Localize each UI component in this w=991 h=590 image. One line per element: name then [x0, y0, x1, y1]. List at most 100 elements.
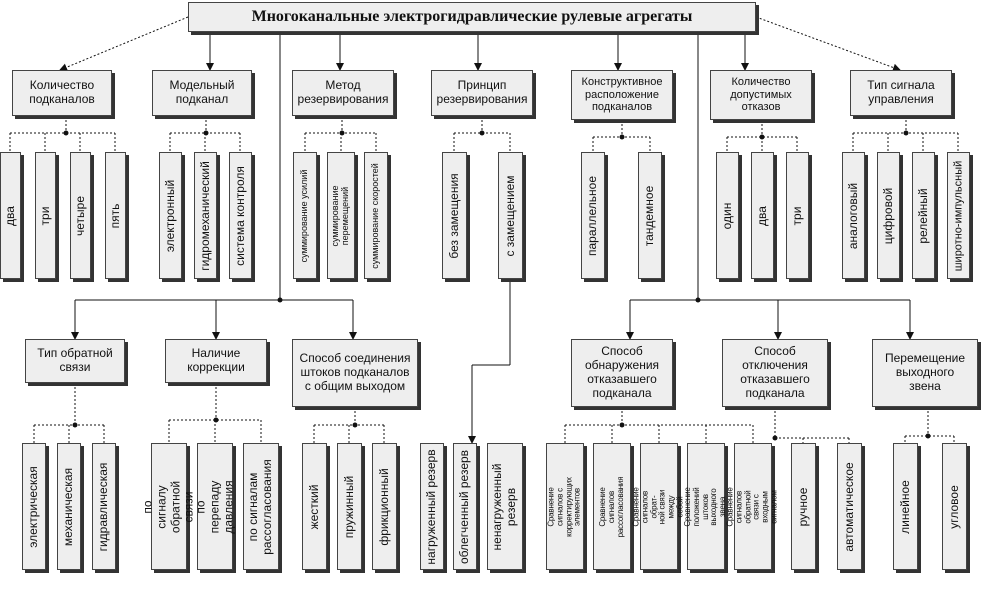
leaf-text: Сравнение сигналов обратной связи с вход…: [725, 486, 779, 527]
leaf-text: гидравлическая: [96, 462, 111, 551]
leaf-text: Сравнение сигналов с корректирующих элем…: [546, 476, 582, 537]
leaf-item: линейное: [893, 443, 918, 570]
leaf-item: Сравнение сигналов с корректирующих элем…: [546, 443, 584, 570]
leaf-text: два: [754, 205, 769, 226]
category-failure-disconnect: Способ отключения отказавшего подканала: [722, 339, 828, 407]
leaf-item: с замещением: [498, 152, 523, 279]
leaf-item: электронный: [159, 152, 182, 279]
junction-dot: [619, 134, 625, 140]
junction-dot: [479, 130, 485, 136]
diagram-title-text: Многоканальные электрогидравлические рул…: [251, 7, 693, 25]
leaf-text: цифровой: [880, 187, 895, 244]
leaf-item: гидравлическая: [92, 443, 116, 570]
category-label: Метод резервирования: [297, 78, 389, 106]
leaf-item: Сравнение сигналов обратной связи с вход…: [726, 443, 779, 570]
category-rod-connection: Способ соединения штоков подканалов с об…: [292, 339, 418, 407]
leaf-item: без замещения: [442, 152, 467, 279]
leaf-text: пружинный: [341, 475, 356, 538]
leaf-item: три: [786, 152, 809, 279]
leaf-item: релейный: [912, 152, 935, 279]
leaf-item: один: [716, 152, 739, 279]
leaf-text: по сигналам рассогласования: [246, 458, 274, 555]
leaf-text: суммирование перемещений: [330, 184, 350, 247]
leaf-item: цифровой: [877, 152, 900, 279]
leaf-item: четыре: [70, 152, 91, 279]
junction-dot: [339, 130, 345, 136]
leaf-item: по сигналу обратной связи: [140, 443, 196, 570]
junction-dot: [63, 130, 69, 136]
category-redundancy-principle: Принцип резервирования: [431, 70, 533, 116]
leaf-text: аналоговый: [845, 182, 860, 249]
leaf-text: гидромеханический: [197, 160, 212, 271]
leaf-text: угловое: [946, 484, 961, 529]
leaf-item: два: [751, 152, 774, 279]
category-label: Способ обнаружения отказавшего подканала: [584, 344, 660, 400]
leaf-item: Сравнение сигналов обрат- ной связи межд…: [632, 443, 685, 570]
leaf-text: два: [2, 205, 17, 226]
leaf-item: фрикционный: [372, 443, 397, 570]
leaf-item: ручное: [791, 443, 816, 570]
category-label: Тип сигнала управления: [867, 78, 935, 106]
category-label: Способ соединения штоков подканалов с об…: [299, 351, 411, 393]
leaf-text: с замещением: [502, 174, 517, 257]
category-label: Перемещение выходного звена: [885, 351, 965, 393]
leaf-item: механическая: [57, 443, 81, 570]
leaf-text: электронный: [162, 179, 177, 252]
leaf-item: широтно-импульсный: [947, 152, 970, 279]
leaf-text: жесткий: [306, 484, 321, 529]
leaf-text: суммирование скоростей: [370, 162, 381, 269]
diagram-title: Многоканальные электрогидравлические рул…: [188, 2, 756, 32]
leaf-item: три: [35, 152, 56, 279]
leaf-text: нагруженный резерв: [424, 448, 439, 565]
category-subchannel-count: Количество подканалов: [12, 70, 112, 116]
connector: [755, 16, 901, 72]
category-feedback-type: Тип обратной связи: [25, 339, 125, 383]
category-label: Количество допустимых отказов: [730, 76, 792, 114]
leaf-item: гидромеханический: [194, 152, 217, 279]
leaf-item: по сигналам рассогласования: [243, 443, 279, 570]
leaf-item: электрическая: [22, 443, 46, 570]
leaf-item: суммирование усилий: [293, 152, 317, 279]
leaf-text: Сравнение положений штоков выходного зве…: [683, 486, 728, 527]
leaf-text: по сигналу обратной связи: [140, 480, 196, 533]
leaf-text: три: [789, 206, 804, 225]
junction-dot: [203, 130, 209, 136]
leaf-text: ненагруженный резерв: [490, 463, 518, 550]
leaf-item: нагруженный резерв: [420, 443, 444, 570]
leaf-text: по перепаду давления: [193, 479, 235, 534]
leaf-text: Сравнение сигналов рассогласования: [597, 476, 625, 537]
junction-dot: [772, 435, 778, 441]
leaf-item: аналоговый: [842, 152, 865, 279]
leaf-text: суммирование усилий: [299, 169, 310, 262]
leaf-item: облегченный резерв: [453, 443, 477, 570]
leaf-text: ручное: [795, 487, 810, 526]
category-label: Способ отключения отказавшего подканала: [740, 344, 810, 400]
leaf-text: линейное: [897, 479, 912, 534]
leaf-item: тандемное: [638, 152, 662, 279]
leaf-text: четыре: [72, 195, 87, 236]
leaf-text: фрикционный: [376, 467, 391, 546]
category-constructive-arrangement: Конструктивное расположение подканалов: [571, 70, 673, 120]
leaf-item: по перепаду давления: [193, 443, 235, 570]
leaf-item: пять: [105, 152, 126, 279]
leaf-text: релейный: [915, 187, 930, 244]
leaf-text: один: [719, 202, 734, 229]
leaf-item: суммирование перемещений: [327, 152, 355, 279]
leaf-item: Сравнение сигналов рассогласования: [593, 443, 631, 570]
leaf-text: механическая: [61, 467, 76, 546]
category-label: Конструктивное расположение подканалов: [581, 76, 663, 114]
category-correction: Наличие коррекции: [165, 339, 267, 383]
leaf-text: пять: [107, 203, 122, 228]
junction-dot: [925, 433, 931, 439]
category-label: Модельный подканал: [169, 78, 235, 106]
leaf-item: Сравнение положений штоков выходного зве…: [683, 443, 728, 570]
leaf-item: пружинный: [337, 443, 362, 570]
leaf-text: параллельное: [585, 175, 600, 256]
leaf-item: автоматическое: [837, 443, 862, 570]
junction-dot: [903, 130, 909, 136]
leaf-item: система контроля: [229, 152, 252, 279]
leaf-text: система контроля: [232, 165, 247, 266]
junction-dot: [759, 134, 765, 140]
